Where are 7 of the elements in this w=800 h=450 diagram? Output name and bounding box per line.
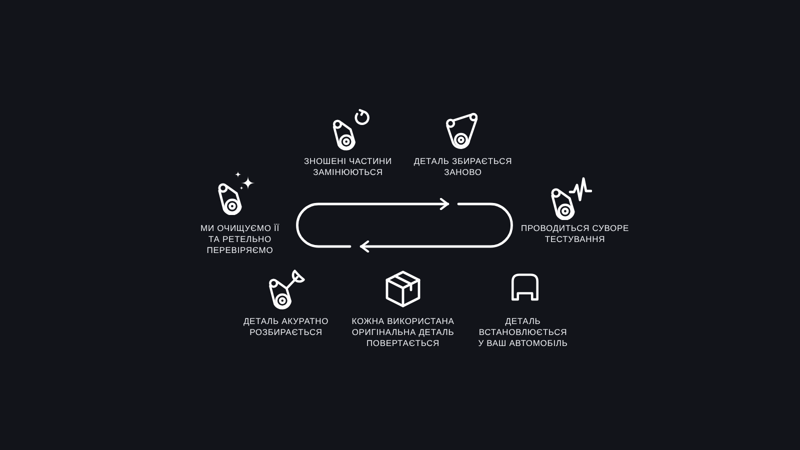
- step-label: ЗНОШЕНІ ЧАСТИНИ ЗАМІНЮЮТЬСЯ: [304, 156, 392, 178]
- step-label: КОЖНА ВИКОРИСТАНА ОРИГІНАЛЬНА ДЕТАЛЬ ПОВЕРТАЄТЬСЯ: [352, 316, 454, 349]
- step-label: ДЕТАЛЬ ЗБИРАЄТЬСЯ ЗАНОВО: [414, 156, 512, 178]
- step-label: МИ ОЧИЩУЄМО ЇЇ ТА РЕТЕЛЬНО ПЕРЕВІРЯЄМО: [200, 223, 280, 256]
- step-label: ПРОВОДИТЬСЯ СУВОРЕ ТЕСТУВАННЯ: [521, 223, 629, 245]
- step-label: ДЕТАЛЬ ВСТАНОВЛЮЄТЬСЯ У ВАШ АВТОМОБІЛЬ: [478, 316, 568, 349]
- step-label: ДЕТАЛЬ АКУРАТНО РОЗБИРАЄТЬСЯ: [243, 316, 329, 338]
